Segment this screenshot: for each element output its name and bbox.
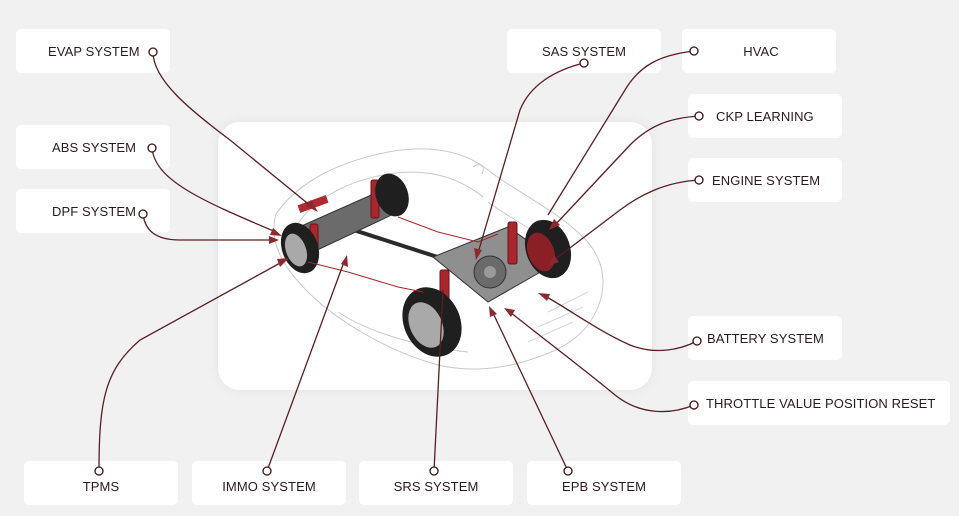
wheel-rear-left bbox=[280, 222, 320, 274]
label-epb-system-text: EPB SYSTEM bbox=[561, 479, 647, 494]
dot-immo bbox=[262, 466, 272, 476]
callout-line-evap bbox=[152, 51, 313, 208]
label-sas-system-text: SAS SYSTEM bbox=[541, 43, 627, 59]
dot-hvac bbox=[689, 46, 699, 56]
callout-line-immo bbox=[266, 261, 345, 472]
label-battery-system-text: BATTERY SYSTEM bbox=[707, 330, 824, 346]
brake-line bbox=[307, 261, 424, 293]
car-image-panel bbox=[218, 122, 652, 390]
dot-engine bbox=[694, 175, 704, 185]
wheel-front-right bbox=[524, 219, 572, 279]
car-chassis-illustration bbox=[273, 148, 604, 370]
callout-line-dpf bbox=[142, 213, 272, 241]
label-ckp-learning[interactable]: CKP LEARNING bbox=[688, 94, 842, 138]
label-throttle-text: THROTTLE VALUE POSITION RESET bbox=[706, 395, 936, 411]
label-srs-system-text: SRS SYSTEM bbox=[393, 479, 479, 494]
arrow-immo bbox=[341, 255, 348, 267]
callout-line-battery bbox=[544, 295, 698, 352]
dot-epb bbox=[563, 466, 573, 476]
callout-line-hvac bbox=[547, 50, 695, 216]
label-engine-system[interactable]: ENGINE SYSTEM bbox=[688, 158, 842, 202]
dot-ckp bbox=[694, 111, 704, 121]
label-immo-system-text: IMMO SYSTEM bbox=[222, 479, 316, 494]
arrow-battery bbox=[538, 293, 550, 301]
label-abs-system[interactable]: ABS SYSTEM bbox=[16, 125, 170, 169]
label-evap-system[interactable]: EVAP SYSTEM bbox=[16, 29, 170, 73]
dot-sas bbox=[579, 58, 589, 68]
dot-srs bbox=[429, 466, 439, 476]
arrow-dpf bbox=[269, 236, 279, 244]
callout-line-srs bbox=[433, 289, 444, 472]
dot-dpf bbox=[138, 209, 148, 219]
callout-line-tpms bbox=[98, 261, 283, 472]
dot-throttle bbox=[689, 400, 699, 410]
label-engine-system-text: ENGINE SYSTEM bbox=[712, 172, 821, 188]
dot-abs bbox=[147, 143, 157, 153]
label-evap-system-text: EVAP SYSTEM bbox=[48, 43, 140, 59]
arrow-engine bbox=[548, 255, 559, 266]
label-hvac[interactable]: HVAC bbox=[682, 29, 836, 73]
arrow-sas bbox=[474, 248, 482, 260]
arrow-epb bbox=[489, 306, 497, 317]
label-battery-system[interactable]: BATTERY SYSTEM bbox=[688, 316, 842, 360]
label-ckp-learning-text: CKP LEARNING bbox=[716, 108, 814, 124]
dot-tpms bbox=[94, 466, 104, 476]
callout-line-ckp bbox=[554, 115, 700, 226]
label-throttle-value-position-reset[interactable]: THROTTLE VALUE POSITION RESET bbox=[688, 381, 950, 425]
fuel-line bbox=[397, 216, 499, 243]
label-tpms-text: TPMS bbox=[82, 479, 120, 494]
arrow-evap bbox=[306, 200, 318, 212]
callout-line-sas bbox=[477, 62, 585, 254]
callout-line-epb bbox=[492, 312, 569, 472]
arrow-tpms bbox=[277, 258, 289, 267]
dot-battery bbox=[692, 336, 702, 346]
arrow-ckp bbox=[549, 219, 560, 230]
label-epb-system[interactable]: EPB SYSTEM bbox=[527, 461, 681, 505]
label-dpf-system-text: DPF SYSTEM bbox=[52, 203, 137, 219]
wheel-front-left bbox=[402, 287, 462, 357]
label-abs-system-text: ABS SYSTEM bbox=[52, 139, 137, 155]
wheel-rear-right bbox=[375, 173, 409, 217]
callout-line-abs bbox=[151, 147, 277, 233]
arrow-abs bbox=[270, 228, 282, 236]
callout-line-engine bbox=[553, 179, 700, 261]
dot-evap bbox=[148, 47, 158, 57]
callout-line-throttle bbox=[509, 311, 695, 413]
arrow-throttle bbox=[504, 308, 515, 317]
label-hvac-text: HVAC bbox=[743, 43, 779, 59]
